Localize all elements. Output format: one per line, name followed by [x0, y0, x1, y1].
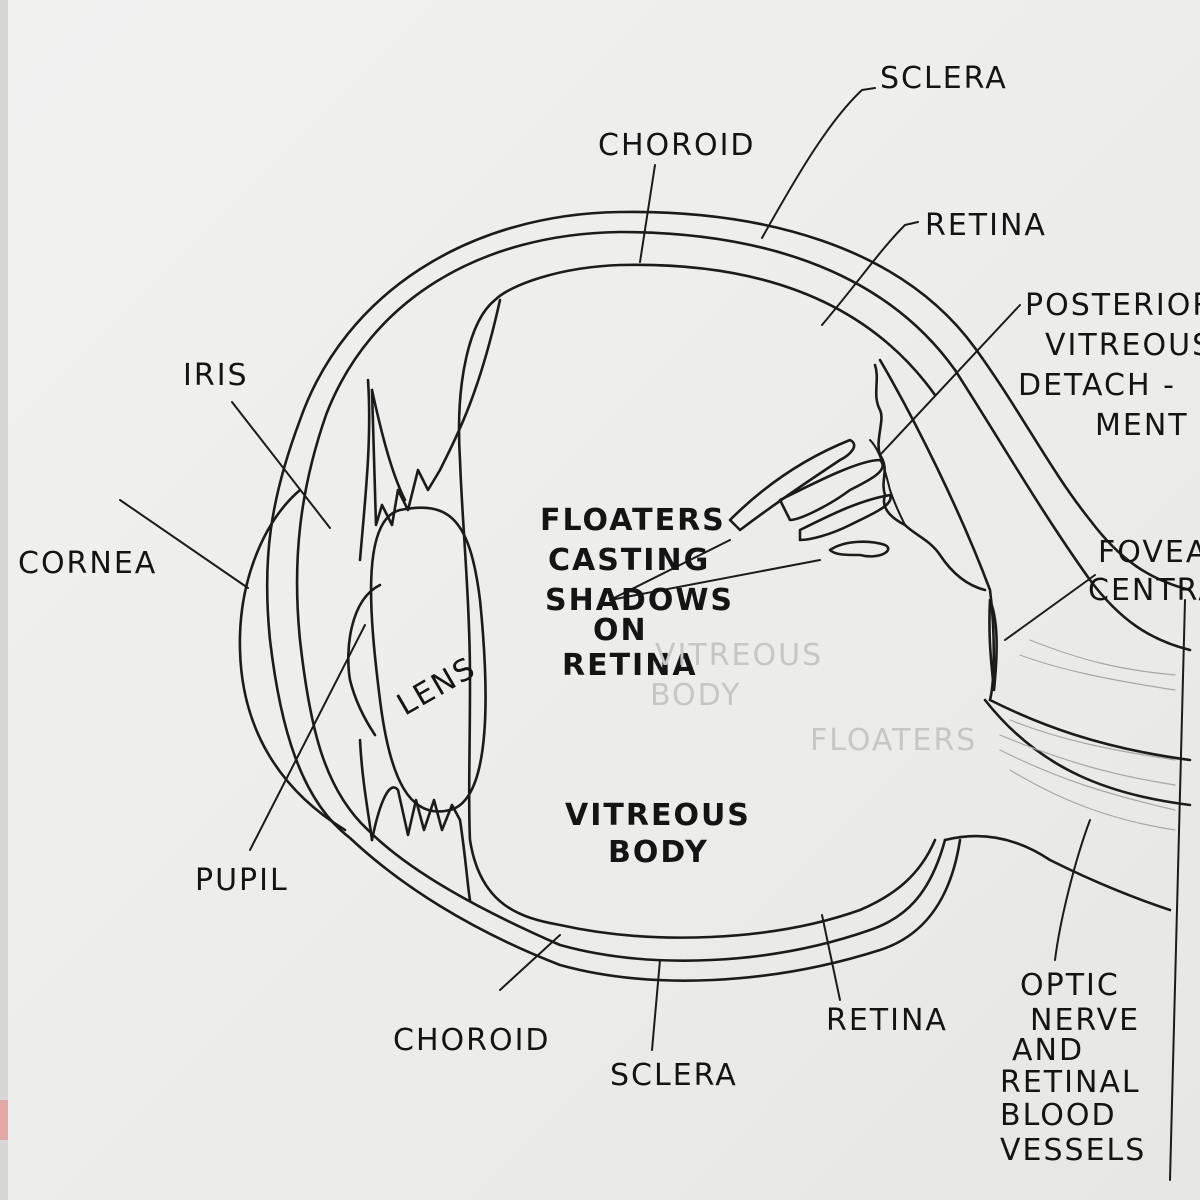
- label-retina-bottom: RETINA: [826, 1003, 948, 1038]
- retina-back: [878, 358, 996, 702]
- optic-nerve-top-outer: [973, 346, 1192, 592]
- cornea-outline: [238, 488, 347, 832]
- floater-1: [728, 438, 856, 532]
- label-sclera-bottom: SCLERA: [610, 1058, 738, 1093]
- choroid-outline: [295, 230, 957, 962]
- retina-outline: [457, 263, 937, 939]
- label-floaters-line3: SHADOWS: [545, 583, 734, 618]
- label-optic-line2: NERVE: [1030, 1003, 1140, 1038]
- optic-nerve-lower: [983, 698, 1192, 807]
- label-optic-line1: OPTIC: [1020, 968, 1120, 1003]
- label-cornea: CORNEA: [18, 546, 157, 581]
- floater-3: [798, 493, 892, 542]
- pvd-detachment-2: [869, 439, 906, 526]
- label-floaters-line5: RETINA: [562, 648, 698, 683]
- sclera-outline: [265, 210, 977, 982]
- label-pvd-line1: POSTERIOR: [1025, 288, 1200, 323]
- faint-floaters: FLOATERS: [810, 723, 977, 758]
- label-pvd-line3: DETACH -: [1018, 368, 1176, 403]
- finger-mark: [0, 1100, 8, 1140]
- optic-nerve-shading: [999, 639, 1176, 831]
- label-retina-top: RETINA: [925, 208, 1047, 243]
- faint-vitreous-line2: BODY: [650, 678, 741, 713]
- iris-upper: [358, 378, 371, 562]
- ciliary-lower: [370, 786, 472, 902]
- optic-nerve-bottom: [943, 834, 1172, 912]
- label-optic-line5: BLOOD: [1000, 1098, 1117, 1133]
- label-pvd-line2: VITREOUS: [1045, 328, 1200, 363]
- ciliary-upper: [370, 298, 502, 527]
- label-optic-line3: AND: [1012, 1033, 1084, 1068]
- pvd-detachment: [873, 363, 987, 592]
- label-optic-line4: RETINAL: [1000, 1065, 1141, 1100]
- label-optic-line6: VESSELS: [1000, 1133, 1146, 1168]
- label-sclera-top: SCLERA: [880, 61, 1008, 96]
- notebook-right-edge: [1169, 599, 1186, 1181]
- notebook-edge: [0, 0, 8, 1200]
- label-iris: IRIS: [183, 358, 249, 393]
- label-fovea-line1: FOVEA: [1098, 535, 1200, 570]
- label-pupil: PUPIL: [195, 863, 289, 898]
- label-floaters-line1: FLOATERS: [540, 503, 726, 538]
- ciliary-upper-2: [370, 388, 407, 502]
- faint-vitreous-line1: VITREOUS: [655, 638, 823, 673]
- leader-lines: [119, 87, 1096, 1051]
- pupil-outline: [347, 583, 382, 737]
- optic-nerve-center: [988, 698, 1192, 762]
- optic-nerve-top-inner: [953, 368, 1192, 652]
- floater-2: [778, 458, 884, 522]
- iris-lower: [358, 738, 374, 842]
- label-fovea-line2: CENTRAL: [1088, 573, 1200, 608]
- fovea-mark: [988, 598, 998, 692]
- label-pvd-line4: MENT: [1095, 408, 1189, 443]
- label-vitreous-line1: VITREOUS: [565, 798, 751, 833]
- label-choroid-bottom: CHOROID: [393, 1023, 551, 1058]
- label-choroid-top: CHOROID: [598, 128, 756, 163]
- label-floaters-line2: CASTING: [548, 543, 710, 578]
- label-vitreous-line2: BODY: [608, 835, 709, 870]
- label-floaters-line4: ON: [593, 613, 648, 648]
- lens-outline: [369, 506, 487, 813]
- floater-4: [828, 540, 890, 558]
